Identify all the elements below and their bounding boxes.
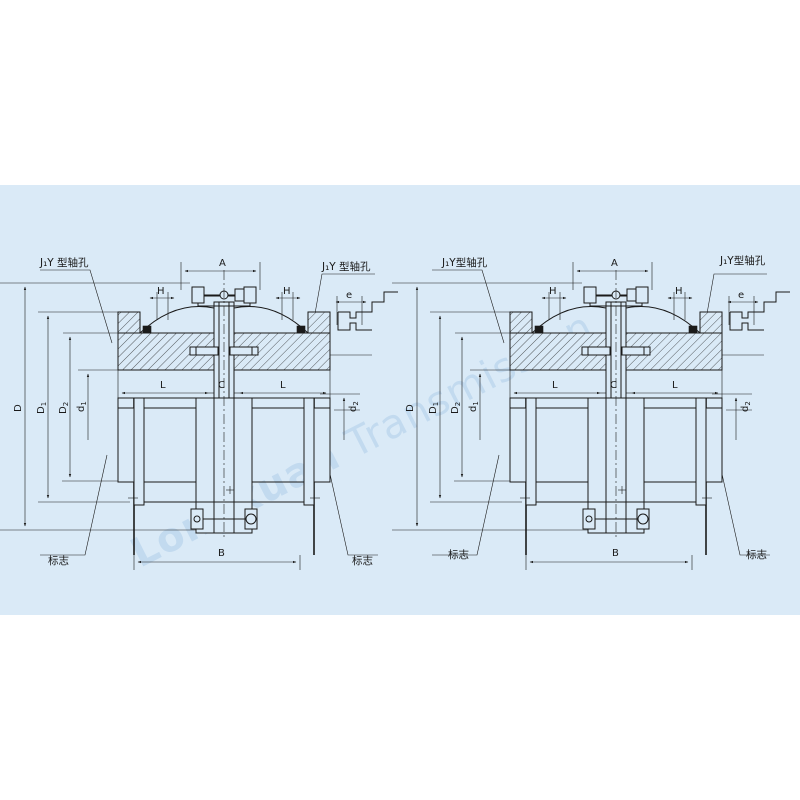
dim-L-right: L [280,380,286,391]
dim-B: B [218,548,225,559]
dim-B: B [612,548,619,559]
dim-C: C [218,380,225,391]
dim-L-left: L [160,380,166,391]
marker-label-right: 标志 [746,548,767,561]
dim-A: A [611,258,618,269]
dim-D2: D2 [58,402,70,414]
dim-H-left: H [157,286,165,297]
dim-H-right: H [675,286,683,297]
dim-D2: D2 [450,402,462,414]
bore-label-left: J₁Y 型轴孔 [39,256,89,269]
dim-e: e [346,290,352,301]
dim-D1: D1 [428,402,440,414]
dim-L-right: L [672,380,678,391]
bore-label-right: J₁Y 型轴孔 [321,260,371,273]
dim-C: C [610,380,617,391]
marker-label-right: 标志 [352,554,373,567]
dim-e: e [738,290,744,301]
dim-D: D [13,404,24,412]
bore-label-left: J₁Y型轴孔 [441,256,488,269]
dim-d2: d2 [348,401,360,412]
dim-A: A [219,258,226,269]
dim-H-right: H [283,286,291,297]
marker-label-left: 标志 [48,554,69,567]
dim-d1: d1 [76,401,88,412]
dim-H-left: H [549,286,557,297]
dim-L-left: L [552,380,558,391]
bore-label-right: J₁Y型轴孔 [719,254,766,267]
coupling-figure-left: J₁Y 型轴孔 J₁Y 型轴孔 标志 标志 A B C L L H H e D … [0,256,398,570]
dim-d2: d2 [740,401,752,412]
marker-label-left: 标志 [448,548,469,561]
dim-D1: D1 [36,402,48,414]
coupling-figure-right: J₁Y型轴孔 J₁Y型轴孔 标志 标志 A B C L L H H e D D1… [392,254,790,570]
dim-D: D [405,404,416,412]
dim-d1: d1 [468,401,480,412]
